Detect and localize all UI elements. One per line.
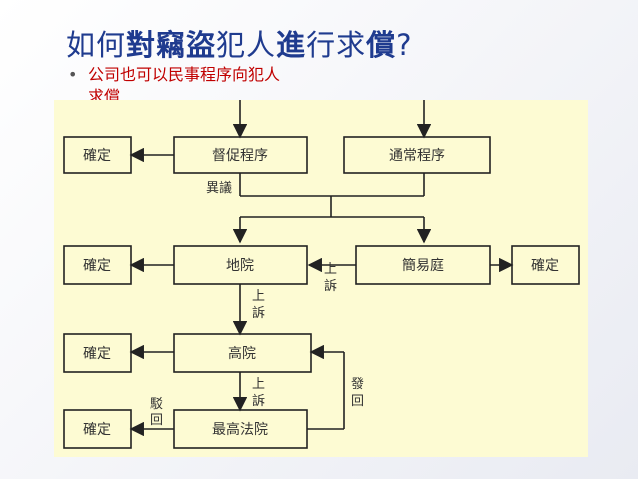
- node-confirm-1: 確定: [83, 148, 111, 164]
- flowchart: 確定 督促程序 通常程序 確定 地院 簡易庭 確定 確定 高院 確定 最高法院 …: [63, 100, 580, 449]
- label-remand-2: 回: [351, 394, 364, 409]
- label-reject-2: 回: [150, 413, 163, 428]
- label-appeal-summary-1: 上: [324, 262, 337, 277]
- node-confirm-4: 確定: [83, 346, 111, 362]
- node-supreme-court: 最高法院: [212, 421, 268, 438]
- node-summary-court: 簡易庭: [402, 257, 444, 274]
- connectors: [129, 100, 514, 437]
- label-appeal-summary-2: 訴: [324, 278, 337, 294]
- label-appeal-high-1: 上: [252, 377, 265, 392]
- boxes: [63, 136, 580, 449]
- label-remand-1: 發: [351, 377, 364, 392]
- label-reject-1: 駁: [150, 397, 163, 412]
- flowchart-panel: 確定 督促程序 通常程序 確定 地院 簡易庭 確定 確定 高院 確定 最高法院 …: [54, 100, 588, 457]
- node-confirm-2: 確定: [83, 258, 111, 274]
- label-appeal-district-1: 上: [252, 289, 265, 304]
- node-ordinary: 通常程序: [389, 148, 445, 164]
- node-confirm-3: 確定: [531, 258, 559, 274]
- node-district-court: 地院: [226, 258, 254, 274]
- label-appeal-high-2: 訴: [252, 393, 265, 409]
- bullet-icon: •: [68, 65, 78, 84]
- label-objection: 異議: [206, 181, 232, 196]
- node-confirm-5: 確定: [83, 422, 111, 438]
- bullet-text-line1: 公司也可以民事程序向犯人: [88, 65, 281, 84]
- label-appeal-district-2: 訴: [252, 305, 265, 321]
- node-high-court: 高院: [228, 345, 256, 362]
- page-title: 如何對竊盜犯人進行求償?: [66, 28, 413, 62]
- node-dupromotion: 督促程序: [212, 148, 268, 164]
